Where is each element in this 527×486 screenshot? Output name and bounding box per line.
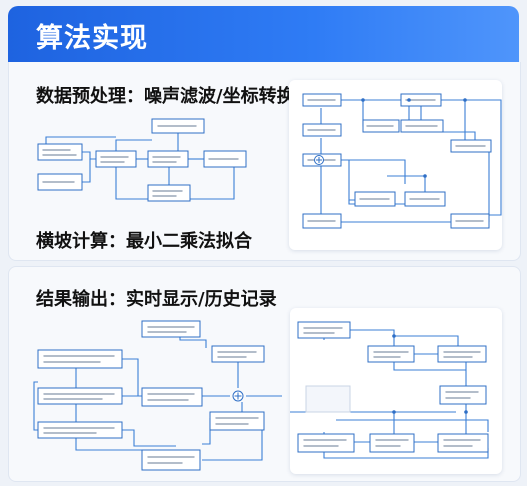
node (141, 449, 201, 471)
section-title-slope-calc: 横坡计算：最小二乘法拟合 (36, 231, 252, 252)
placeholder-block (305, 385, 351, 413)
flowchart-preprocess (37, 118, 247, 202)
flowchart-nodes (302, 93, 492, 229)
node (95, 150, 137, 168)
section-title-output: 结果输出：实时显示/历史记录 (36, 289, 277, 310)
node (37, 349, 123, 369)
node (211, 345, 265, 363)
node (437, 345, 487, 363)
node (297, 321, 351, 339)
node (37, 421, 123, 439)
flowchart-nodes (297, 321, 489, 453)
flowchart-coordinate-transform (302, 93, 502, 229)
node (141, 387, 203, 407)
node (297, 433, 355, 453)
node (37, 387, 123, 405)
node (147, 150, 189, 168)
flowchart-nodes (37, 118, 247, 202)
node (37, 143, 83, 161)
flowchart-junctions (314, 98, 467, 178)
node (147, 184, 191, 202)
flowchart-junctions (232, 390, 244, 402)
node (367, 345, 415, 363)
node (141, 320, 201, 338)
section-title-preprocess: 数据预处理：噪声滤波/坐标转换 (36, 86, 295, 107)
header-bar: 算法实现 (8, 6, 519, 62)
node (369, 433, 415, 453)
node (209, 411, 265, 431)
node (439, 385, 487, 405)
flowchart-junctions (392, 334, 468, 414)
flowchart-nodes (37, 320, 265, 471)
node (437, 433, 489, 453)
page-title: 算法实现 (36, 23, 148, 54)
flowchart-history-record (290, 321, 489, 459)
flowchart-output-realtime (33, 320, 282, 471)
